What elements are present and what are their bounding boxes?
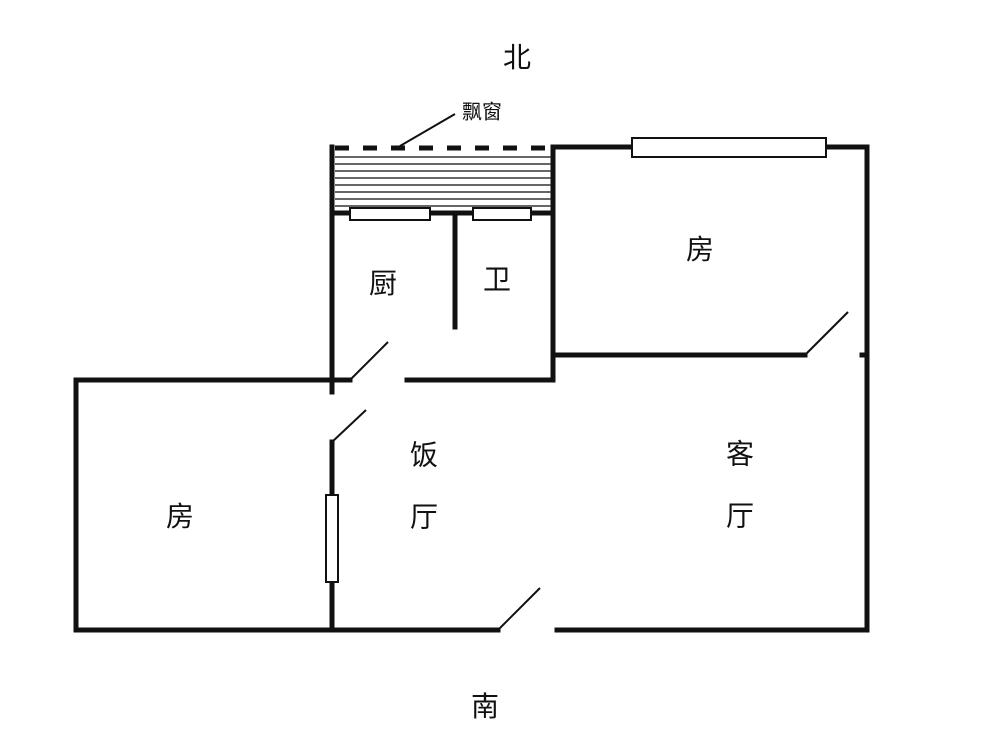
bay-window-leader [399,113,456,147]
door-north-bedroom [804,311,849,356]
window-bathroom [472,207,532,221]
label-kitchen: 厨 [368,267,398,300]
door-west-room [331,409,367,443]
compass-north: 北 [502,41,532,74]
label-bay-window: 飘窗 [462,99,502,124]
label-bedroom-north: 房 [685,233,715,266]
label-bathroom: 卫 [482,263,512,296]
window-kitchen [349,207,431,221]
label-dining-room: 饭厅 [406,440,439,564]
label-bedroom-west: 房 [165,500,195,533]
bay-window-hatch [335,156,551,207]
window-north-bedroom [631,137,827,158]
window-west-room [325,494,339,583]
label-living-room: 客厅 [722,439,755,563]
door-entrance [497,587,541,631]
compass-south: 南 [470,690,500,723]
door-kitchen [349,341,389,381]
